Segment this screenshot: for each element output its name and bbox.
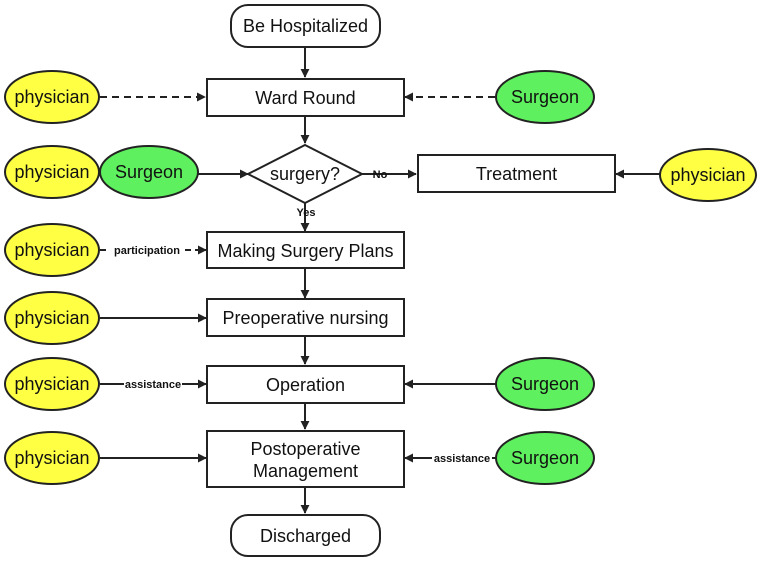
actor-surgeon-postoperative xyxy=(495,431,595,485)
node-be-hospitalized-label: Be Hospitalized xyxy=(243,16,368,36)
actor-surgeon-surgery-label: Surgeon xyxy=(115,162,183,182)
actor-physician-treatment-label: physician xyxy=(670,165,745,185)
node-surgery-decision xyxy=(245,143,365,205)
edge-label-assistance-postoperative: assistance xyxy=(434,453,490,465)
node-making-surgery-plans xyxy=(206,231,405,269)
actor-surgeon-operation xyxy=(495,357,595,411)
node-preoperative-nursing-label: Preoperative nursing xyxy=(222,308,388,328)
actor-surgeon-ward-round-label: Surgeon xyxy=(511,87,579,107)
actor-surgeon-operation-label: Surgeon xyxy=(511,374,579,394)
actor-surgeon-surgery xyxy=(99,145,199,199)
edge-label-participation: participation xyxy=(114,245,180,257)
node-surgery-decision-label: surgery? xyxy=(270,164,340,184)
actor-physician-operation-label: physician xyxy=(14,374,89,394)
actor-physician-operation xyxy=(4,357,100,411)
node-postoperative-label-line2: Management xyxy=(253,461,358,481)
actor-physician-ward-round xyxy=(4,70,100,124)
node-treatment-label: Treatment xyxy=(476,164,557,184)
actor-surgeon-postoperative-label: Surgeon xyxy=(511,448,579,468)
node-postoperative-management xyxy=(206,430,405,488)
actor-physician-postoperative-label: physician xyxy=(14,448,89,468)
node-ward-round-label: Ward Round xyxy=(255,88,355,108)
node-ward-round xyxy=(206,78,405,117)
node-operation-label: Operation xyxy=(266,375,345,395)
node-discharged xyxy=(230,514,381,557)
node-treatment xyxy=(417,154,616,193)
edge-label-assistance-operation: assistance xyxy=(125,379,181,391)
actor-physician-surgery-label: physician xyxy=(14,162,89,182)
actor-physician-preoperative xyxy=(4,291,100,345)
actor-physician-preoperative-label: physician xyxy=(14,308,89,328)
actor-surgeon-ward-round xyxy=(495,70,595,124)
actor-physician-plans xyxy=(4,223,100,277)
node-preoperative-nursing xyxy=(206,298,405,337)
edge-label-yes: Yes xyxy=(297,207,316,219)
actor-physician-ward-round-label: physician xyxy=(14,87,89,107)
node-discharged-label: Discharged xyxy=(260,526,351,546)
node-operation xyxy=(206,365,405,404)
edge-label-no: No xyxy=(373,169,388,181)
actor-physician-treatment xyxy=(659,148,757,202)
node-making-surgery-plans-label: Making Surgery Plans xyxy=(217,241,393,261)
actor-physician-plans-label: physician xyxy=(14,240,89,260)
node-postoperative-label-line1: Postoperative xyxy=(250,439,360,459)
actor-physician-postoperative xyxy=(4,431,100,485)
node-be-hospitalized xyxy=(230,4,381,48)
